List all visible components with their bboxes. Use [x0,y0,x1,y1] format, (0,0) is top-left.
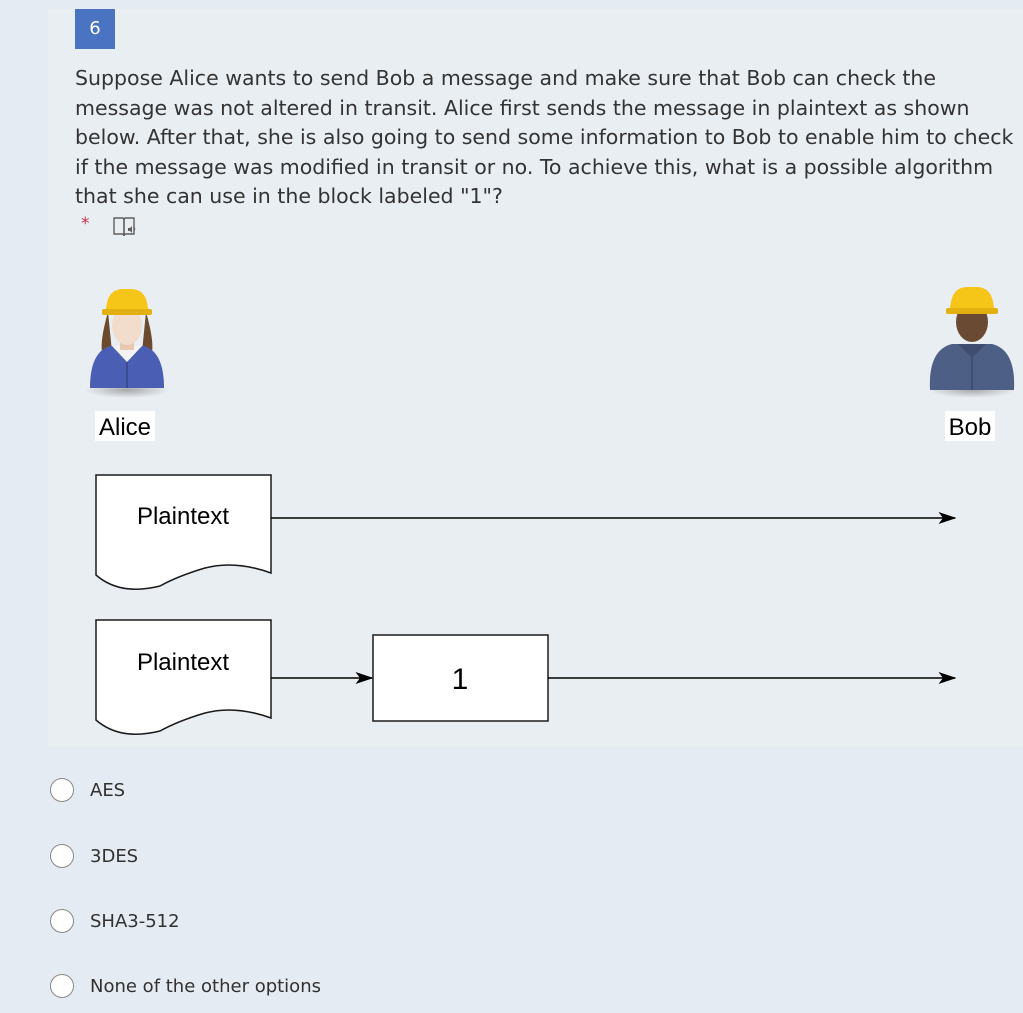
plaintext-label-bottom: Plaintext [137,649,229,676]
option-aes[interactable]: AES [50,775,650,805]
plaintext-label-top: Plaintext [137,503,229,530]
plaintext-document-bottom [95,619,272,735]
option-none-of-the-other-options[interactable]: None of the other options [50,971,650,1001]
option-3des[interactable]: 3DES [50,841,650,871]
radio-button[interactable] [50,844,74,868]
bob-avatar-icon [928,287,1016,398]
diagram: Alice Bob Plaintext Plaintext 1 [85,287,1016,735]
question-text: Suppose Alice wants to send Bob a messag… [75,66,1014,208]
block-1-label: 1 [452,663,469,696]
required-marker: * [81,214,90,234]
radio-button[interactable] [50,974,74,998]
question-number-badge: 6 [75,9,115,49]
option-sha3-512[interactable]: SHA3-512 [50,906,650,936]
radio-button[interactable] [50,909,74,933]
immersive-reader-icon[interactable] [112,216,138,240]
bob-label: Bob [949,414,992,441]
block-1 [372,634,549,722]
radio-button[interactable] [50,778,74,802]
plaintext-document-top [95,474,272,590]
option-label: AES [90,779,126,801]
option-label: SHA3-512 [90,910,180,932]
option-label: None of the other options [90,975,321,997]
option-label: 3DES [90,845,139,867]
alice-label: Alice [99,414,151,441]
bob-label-bg [945,411,995,441]
alice-avatar-icon [85,289,169,398]
alice-label-bg [95,411,155,441]
